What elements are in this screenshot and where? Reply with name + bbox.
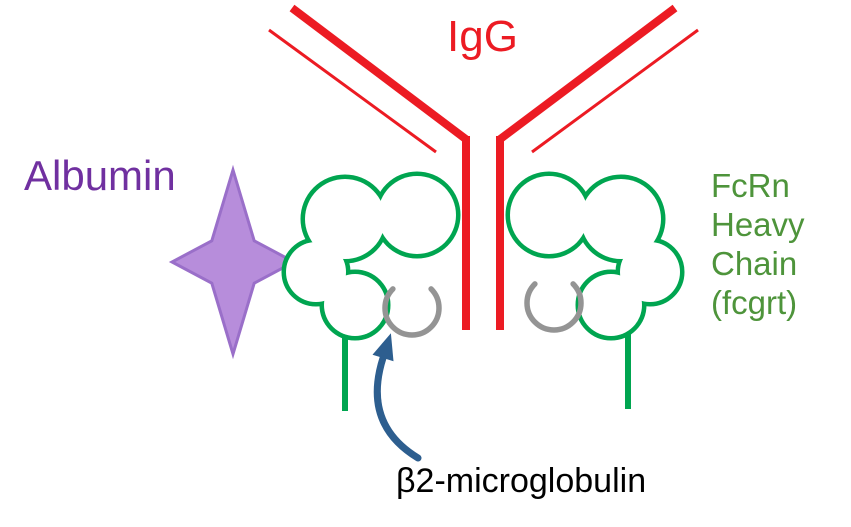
fcrn-left-eraser <box>324 274 386 336</box>
fcrn-left-eraser <box>305 179 385 259</box>
igg-right-arm-heavy-line <box>496 4 678 144</box>
igg-left-arm-heavy-line <box>289 4 470 144</box>
fcrn-left-clover <box>281 171 461 411</box>
b2m-arrowhead-icon <box>372 333 394 362</box>
fcrn-right-eraser <box>580 274 642 336</box>
b2m-ring-right <box>524 281 584 333</box>
fcrn-right-clover <box>505 171 685 409</box>
fcrn-label: FcRn Heavy Chain (fcgrt) <box>711 166 805 322</box>
fcrn-right-eraser <box>581 179 661 259</box>
albumin-label: Albumin <box>24 152 176 199</box>
b2m-arrow-shaft <box>373 354 422 462</box>
albumin-star-path <box>168 164 298 360</box>
albumin-star-shape <box>168 164 298 360</box>
igg-label: IgG <box>447 12 518 61</box>
fcrn-right-eraser <box>510 176 588 254</box>
b2m-label: β2-microglobulin <box>396 462 647 500</box>
fcrn-label-line-1: FcRn <box>711 167 790 204</box>
fcrn-label-line-4: (fcgrt) <box>711 284 798 321</box>
fcrn-label-line-3: Chain <box>711 245 798 282</box>
b2m-rings <box>382 281 584 338</box>
igg-antibody-shape <box>268 4 699 330</box>
fcrn-label-line-2: Heavy <box>711 206 805 243</box>
b2m-arrow <box>372 333 422 462</box>
igg-right-arm-light-line <box>531 28 699 154</box>
igg-left-arm-light-line <box>268 28 437 154</box>
fcrn-left-eraser <box>378 176 456 254</box>
b2m-ring-left <box>382 286 442 338</box>
